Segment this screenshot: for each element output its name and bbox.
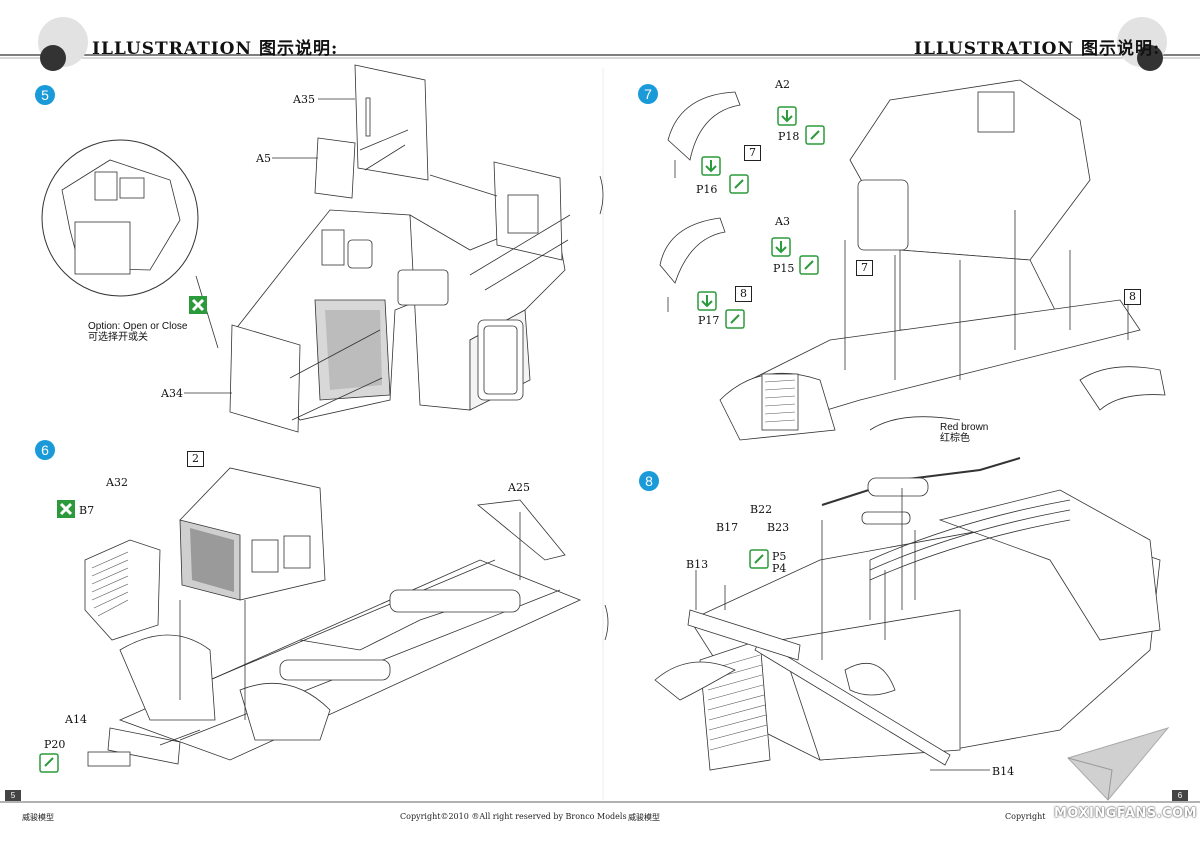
part-label-p17: P17 [698, 314, 720, 327]
footer-copyright-right: Copyright [1005, 812, 1046, 821]
part-label-p16: P16 [696, 183, 718, 196]
part-label-b14: B14 [992, 765, 1015, 778]
part-label-p5: P5 [772, 550, 787, 563]
part-label-a25: A25 [508, 481, 530, 494]
option-note-zh: 可选择开或关 [88, 332, 148, 343]
watermark-text: MOXINGFANS.COM [1054, 806, 1198, 821]
part-label-b22: B22 [750, 503, 773, 516]
paint-note-zh: 红棕色 [940, 433, 970, 444]
part-label-p15: P15 [773, 262, 795, 275]
option-note-en: Option: Open or Close [88, 321, 188, 332]
subassembly-ref-2: 2 [187, 451, 204, 467]
part-label-a3: A3 [775, 215, 790, 228]
step-number-7: 7 [638, 84, 658, 104]
subassembly-ref-8a: 8 [735, 286, 752, 302]
paint-note-en: Red brown [940, 422, 989, 433]
page-number-right: 6 [1172, 790, 1188, 801]
part-label-a35: A35 [293, 93, 315, 106]
subassembly-ref-7a: 7 [744, 145, 761, 161]
subassembly-ref-7b: 7 [856, 260, 873, 276]
header-title-left: ILLUSTRATION 图示说明: [92, 39, 339, 59]
step6-drawing [84, 467, 609, 767]
part-label-a5: A5 [256, 152, 271, 165]
header-dot-left [40, 45, 66, 71]
part-label-b23: B23 [767, 521, 790, 534]
part-label-a2: A2 [775, 78, 790, 91]
part-label-a32: A32 [106, 476, 128, 489]
part-label-a14: A14 [65, 713, 87, 726]
step8-drawing [654, 457, 1161, 771]
part-label-p18: P18 [778, 130, 800, 143]
header-dot-right [1137, 45, 1163, 71]
part-label-p20: P20 [44, 738, 66, 751]
part-label-p4: P4 [772, 562, 787, 575]
part-label-a34: A34 [161, 387, 183, 400]
footer-brand-left: 威骏模型 [22, 813, 54, 822]
subassembly-ref-8b: 8 [1124, 289, 1141, 305]
part-label-b13: B13 [686, 558, 709, 571]
header-title-right: ILLUSTRATION 图示说明: [914, 39, 1161, 59]
step5-drawing [41, 64, 604, 433]
step-number-6: 6 [35, 440, 55, 460]
watermark-plane [1067, 727, 1170, 801]
part-label-b17: B17 [716, 521, 739, 534]
footer-copyright: Copyright©2010 ®All right reserved by Br… [400, 812, 627, 821]
step7-drawing [659, 79, 1166, 441]
page-number-left: 5 [5, 790, 21, 801]
glue-icons [39, 106, 825, 773]
step-number-8: 8 [639, 471, 659, 491]
footer-brand-right: 威骏模型 [628, 813, 660, 822]
step-number-5: 5 [35, 85, 55, 105]
part-label-b7: B7 [79, 504, 95, 517]
